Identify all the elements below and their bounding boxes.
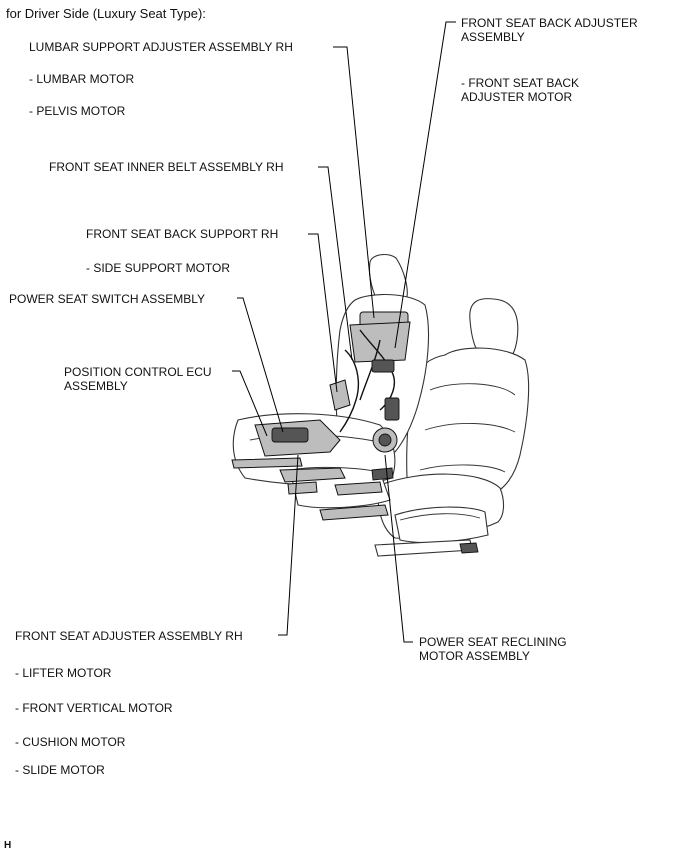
label-seat-adjuster-assembly: FRONT SEAT ADJUSTER ASSEMBLY RH	[15, 629, 243, 643]
label-seat-back-adjuster-line2: ASSEMBLY	[461, 30, 525, 44]
leader-lines	[232, 21, 456, 643]
label-position-control-ecu: POSITION CONTROL ECU	[64, 365, 212, 379]
label-seat-back-adjuster: FRONT SEAT BACK ADJUSTER	[461, 16, 638, 30]
label-pelvis-motor: - PELVIS MOTOR	[29, 104, 126, 118]
illustration-code: H	[4, 840, 12, 851]
seat-mechanism	[231, 311, 411, 521]
label-lumbar-motor: - LUMBAR MOTOR	[29, 72, 135, 86]
label-seat-back-adjuster-motor: - FRONT SEAT BACK	[461, 76, 580, 90]
label-side-support-motor: - SIDE SUPPORT MOTOR	[86, 261, 231, 275]
label-seat-back-adjuster-motor-line2: ADJUSTER MOTOR	[461, 90, 573, 104]
label-reclining-motor-assembly-line2: MOTOR ASSEMBLY	[419, 649, 530, 663]
label-inner-belt-assembly: FRONT SEAT INNER BELT ASSEMBLY RH	[49, 160, 284, 174]
label-cushion-motor: - CUSHION MOTOR	[15, 735, 126, 749]
label-lumbar-support-assembly: LUMBAR SUPPORT ADJUSTER ASSEMBLY RH	[29, 40, 293, 54]
label-seat-back-support: FRONT SEAT BACK SUPPORT RH	[86, 227, 279, 241]
label-slide-motor: - SLIDE MOTOR	[15, 763, 105, 777]
label-lifter-motor: - LIFTER MOTOR	[15, 666, 112, 680]
page-title: for Driver Side (Luxury Seat Type):	[6, 6, 206, 21]
label-front-vertical-motor: - FRONT VERTICAL MOTOR	[15, 701, 173, 715]
label-position-control-ecu-line2: ASSEMBLY	[64, 379, 128, 393]
label-reclining-motor-assembly: POWER SEAT RECLINING	[419, 635, 567, 649]
label-power-seat-switch: POWER SEAT SWITCH ASSEMBLY	[9, 292, 206, 306]
